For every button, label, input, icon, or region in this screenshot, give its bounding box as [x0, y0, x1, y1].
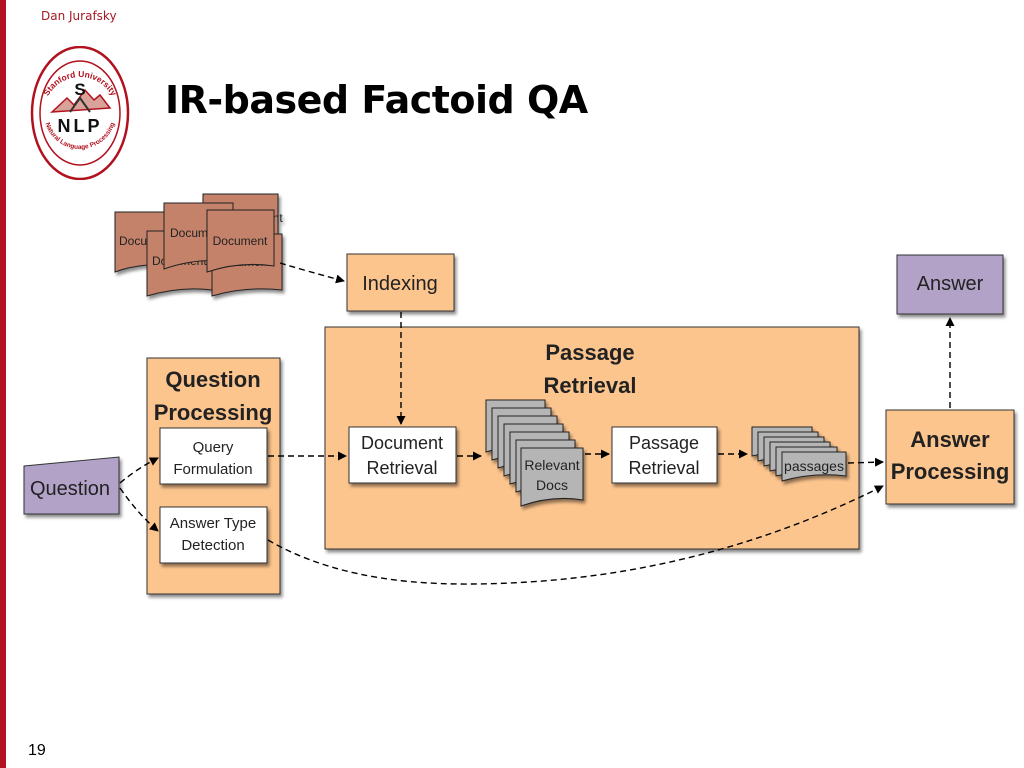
query-formulation-line1: Query	[193, 439, 234, 456]
arrow-documents-to-indexing	[279, 262, 345, 284]
question-processing-title-line1: Question	[165, 367, 260, 392]
document-stack: Document Document Document Document Docu…	[114, 193, 283, 297]
answer-processing-line2: Processing	[891, 459, 1010, 484]
question-input-shape: Question	[23, 456, 120, 515]
relevant-docs-stack: Relevant Docs	[485, 399, 584, 507]
passage-retrieval-line2: Retrieval	[628, 458, 699, 478]
document-retrieval-line1: Document	[361, 433, 443, 453]
author-name: Dan Jurafsky	[41, 9, 117, 23]
answer-box: Answer	[896, 254, 1004, 315]
document-retrieval-line2: Retrieval	[366, 458, 437, 478]
passage-retrieval-group-title-line2: Retrieval	[544, 373, 637, 398]
passage-retrieval-box: Passage Retrieval	[611, 426, 718, 484]
answer-processing-line1: Answer	[910, 427, 990, 452]
passage-retrieval-group-title-line1: Passage	[545, 340, 634, 365]
relevant-docs-line2: Docs	[536, 477, 568, 493]
relevant-docs-line1: Relevant	[524, 457, 579, 473]
svg-text:NLP: NLP	[58, 116, 103, 136]
answer-type-detection-line1: Answer Type	[170, 515, 256, 532]
indexing-label: Indexing	[362, 273, 438, 295]
slide-number: 19	[28, 742, 46, 759]
left-accent-bar	[0, 0, 6, 768]
arrow-passages-to-answer-processing	[847, 457, 884, 467]
query-formulation-line2: Formulation	[173, 461, 252, 478]
answer-type-detection-box: Answer Type Detection	[159, 506, 268, 564]
stanford-nlp-logo: Stanford University Natural Language Pro…	[30, 46, 130, 180]
document-retrieval-box: Document Retrieval	[348, 426, 457, 484]
arrow-answer-type-to-answer-processing	[267, 485, 884, 585]
answer-processing-box: Answer Processing	[885, 409, 1015, 505]
indexing-box: Indexing	[346, 253, 455, 312]
svg-text:S: S	[74, 80, 85, 99]
arrow-question-to-query-formulation	[119, 457, 159, 484]
passage-retrieval-line1: Passage	[629, 433, 699, 453]
answer-type-detection-line2: Detection	[181, 537, 244, 554]
question-label: Question	[30, 478, 110, 500]
passages-label: passages	[784, 458, 844, 474]
question-processing-title-line2: Processing	[154, 400, 273, 425]
document-shape: Document	[206, 209, 275, 273]
query-formulation-box: Query Formulation	[159, 427, 268, 485]
arrow-question-to-answer-type	[119, 487, 159, 532]
document-label: Document	[213, 234, 268, 248]
page-title: IR-based Factoid QA	[165, 78, 588, 122]
answer-label: Answer	[917, 273, 984, 295]
passages-stack: passages	[751, 426, 847, 482]
